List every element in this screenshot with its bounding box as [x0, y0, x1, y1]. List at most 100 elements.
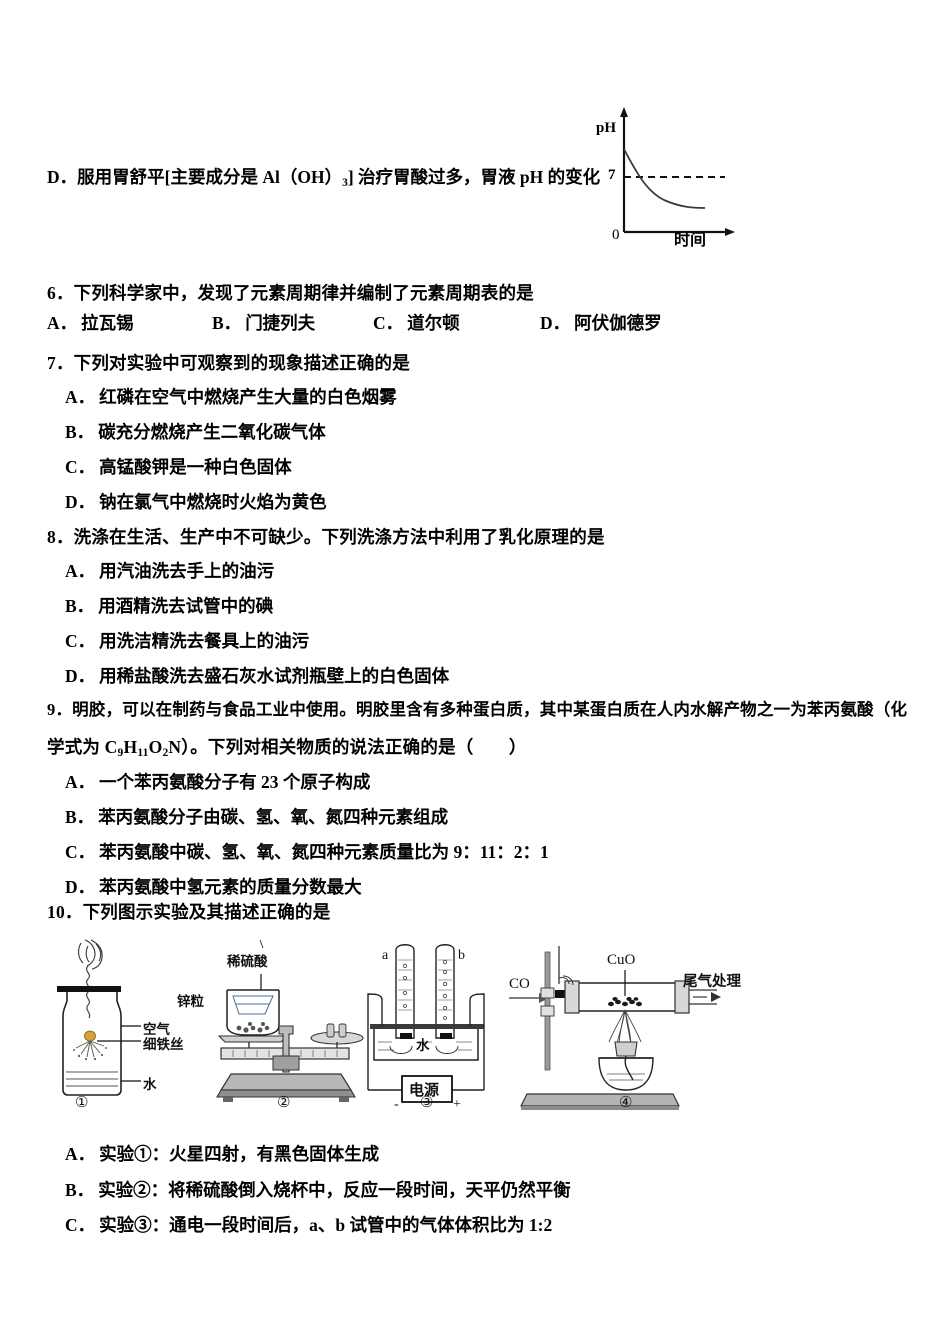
- figure-4-caption: ④: [619, 1093, 633, 1111]
- option-text: 苯丙氨酸中氢元素的质量分数最大: [99, 877, 362, 897]
- figure-3-label-tube-a: a: [382, 948, 389, 963]
- figure-2-balance-reaction: 稀硫酸 锌粒 ②: [177, 938, 365, 1113]
- option-letter: A．: [47, 313, 78, 333]
- question-6-option-c[interactable]: C．道尔顿: [373, 313, 460, 334]
- question-7-stem: 7．下列对实验中可观察到的现象描述正确的是: [47, 353, 410, 374]
- question-10-text: 下列图示实验及其描述正确的是: [82, 902, 331, 922]
- option-text: 苯丙氨酸分子由碳、氢、氧、氮四种元素组成: [98, 807, 449, 827]
- question-9-text-line2-suffix: ）。下列对相关物质的说法正确的是（ ）: [181, 737, 527, 757]
- question-8-option-b[interactable]: B．用酒精洗去试管中的碘: [65, 596, 273, 617]
- option-text: 门捷列夫: [245, 313, 316, 333]
- option-d-letter: D．: [47, 167, 78, 187]
- question-8-text: 洗涤在生活、生产中不可缺少。下列洗涤方法中利用了乳化原理的是: [73, 527, 605, 547]
- figure-4-svg: [509, 946, 721, 1110]
- option-letter: D．: [65, 877, 96, 897]
- question-7-option-b[interactable]: B．碳充分燃烧产生二氧化碳气体: [65, 422, 326, 443]
- figure-1-svg: [57, 939, 141, 1096]
- option-letter: C．: [65, 1215, 96, 1235]
- option-text: 实验③：通电一段时间后，a、b 试管中的气体体积比为 1:2: [99, 1215, 553, 1235]
- question-7-text: 下列对实验中可观察到的现象描述正确的是: [73, 353, 410, 373]
- figure-2-label-zinc-granules: 锌粒: [177, 994, 204, 1009]
- option-letter: B．: [212, 313, 242, 333]
- ph-axis-label: pH: [596, 120, 617, 136]
- experiment-figures: 空气 细铁丝 水 ①: [55, 938, 741, 1133]
- question-6-text: 下列科学家中，发现了元素周期律并编制了元素周期表的是: [73, 283, 534, 303]
- question-7-option-d[interactable]: D．钠在氯气中燃烧时火焰为黄色: [65, 492, 327, 513]
- question-8-option-c[interactable]: C．用洗洁精洗去餐具上的油污: [65, 631, 309, 652]
- option-letter: A．: [65, 772, 96, 792]
- figure-2-label-dilute-sulfuric-acid: 稀硫酸: [227, 954, 268, 969]
- option-letter: D．: [65, 666, 96, 686]
- option-text: 高锰酸钾是一种白色固体: [99, 457, 292, 477]
- figure-1-label-water: 水: [143, 1077, 157, 1092]
- question-10-option-c[interactable]: C．实验③：通电一段时间后，a、b 试管中的气体体积比为 1:2: [65, 1215, 552, 1236]
- figure-3-label-power-source: 电源: [409, 1083, 440, 1099]
- option-letter: B．: [65, 1180, 95, 1200]
- option-letter: C．: [65, 457, 96, 477]
- figure-4-label-co: CO: [509, 976, 530, 992]
- formula-sub-o: 2: [162, 747, 169, 760]
- figure-3-label-negative-terminal: -: [394, 1097, 399, 1112]
- figure-4-co-reduces-cuo: CO CuO 尾气处理 ④: [507, 938, 741, 1113]
- option-letter: A．: [65, 387, 96, 407]
- figure-3-water-electrolysis: a b 水 电源 - + ③: [360, 938, 515, 1113]
- option-text: 红磷在空气中燃烧产生大量的白色烟雾: [99, 387, 397, 407]
- option-d-subscript: 3: [342, 177, 348, 190]
- figure-3-caption: ③: [420, 1093, 434, 1111]
- option-d-text-after: ] 治疗胃酸过多，胃液 pH 的变化: [347, 167, 601, 187]
- figure-1-label-iron-wire: 细铁丝: [143, 1037, 184, 1052]
- figure-3-svg: [367, 944, 485, 1103]
- ph-time-chart: pH 7 0 时间: [592, 104, 742, 249]
- option-text: 一个苯丙氨酸分子有 23 个原子构成: [99, 772, 371, 792]
- question-7-option-c[interactable]: C．高锰酸钾是一种白色固体: [65, 457, 292, 478]
- figure-2-caption: ②: [277, 1093, 291, 1111]
- ph-origin-label: 0: [612, 227, 620, 243]
- question-6-option-a[interactable]: A．拉瓦锡: [47, 313, 134, 334]
- question-7-option-a[interactable]: A．红磷在空气中燃烧产生大量的白色烟雾: [65, 387, 397, 408]
- option-d-text-before: 服用胃舒平[主要成分是 Al（OH）: [77, 167, 343, 187]
- option-text: 实验①：火星四射，有黑色固体生成: [99, 1144, 380, 1164]
- question-8-option-a[interactable]: A．用汽油洗去手上的油污: [65, 561, 274, 582]
- question-8-option-d[interactable]: D．用稀盐酸洗去盛石灰水试剂瓶壁上的白色固体: [65, 666, 449, 687]
- option-text: 用洗洁精洗去餐具上的油污: [99, 631, 310, 651]
- option-text: 用稀盐酸洗去盛石灰水试剂瓶壁上的白色固体: [99, 666, 450, 686]
- figure-3-label-positive-terminal: +: [453, 1097, 461, 1112]
- question-6-option-b[interactable]: B．门捷列夫: [212, 313, 315, 334]
- question-8-stem: 8．洗涤在生活、生产中不可缺少。下列洗涤方法中利用了乳化原理的是: [47, 527, 605, 548]
- question-9-number: 9．: [47, 700, 73, 719]
- formula-sub-h: 11: [137, 747, 149, 760]
- question-10-option-a[interactable]: A．实验①：火星四射，有黑色固体生成: [65, 1144, 379, 1165]
- question-9-formula-prefix: 学式为 C: [47, 737, 118, 757]
- question-9-option-c[interactable]: C．苯丙氨酸中碳、氢、氧、氮四种元素质量比为 9：11：2：1: [65, 842, 549, 863]
- formula-sub-c: 9: [117, 747, 124, 760]
- figure-2-svg: [216, 939, 364, 1102]
- figure-4-label-exhaust-gas-treatment: 尾气处理: [683, 974, 741, 990]
- option-letter: B．: [65, 596, 95, 616]
- option-text: 阿伏伽德罗: [574, 313, 662, 333]
- time-axis-label: 时间: [674, 232, 707, 249]
- question-10-stem: 10．下列图示实验及其描述正确的是: [47, 902, 330, 923]
- question-10-option-b[interactable]: B．实验②：将稀硫酸倒入烧杯中，反应一段时间，天平仍然平衡: [65, 1180, 571, 1201]
- option-letter: C．: [65, 842, 96, 862]
- question-6-number: 6．: [47, 283, 74, 303]
- option-letter: C．: [65, 631, 96, 651]
- question-6-stem: 6．下列科学家中，发现了元素周期律并编制了元素周期表的是: [47, 283, 534, 304]
- question-9-option-b[interactable]: B．苯丙氨酸分子由碳、氢、氧、氮四种元素组成: [65, 807, 448, 828]
- figure-1-iron-wire-combustion: 空气 细铁丝 水 ①: [55, 938, 205, 1113]
- question-8-number: 8．: [47, 527, 74, 547]
- question-9-option-d[interactable]: D．苯丙氨酸中氢元素的质量分数最大: [65, 877, 362, 898]
- question-6-option-d[interactable]: D．阿伏伽德罗: [540, 313, 662, 334]
- option-text: 道尔顿: [407, 313, 460, 333]
- option-text: 用汽油洗去手上的油污: [99, 561, 275, 581]
- formula-base-o: O: [148, 737, 163, 757]
- figure-4-label-cuo: CuO: [607, 952, 636, 968]
- question-9-option-a[interactable]: A．一个苯丙氨酸分子有 23 个原子构成: [65, 772, 370, 793]
- option-letter: D．: [540, 313, 571, 333]
- option-text: 拉瓦锡: [81, 313, 134, 333]
- option-letter: D．: [65, 492, 96, 512]
- option-text: 碳充分燃烧产生二氧化碳气体: [98, 422, 326, 442]
- figure-3-label-water: 水: [416, 1038, 430, 1053]
- figure-3-label-tube-b: b: [458, 948, 465, 963]
- option-d-previous-question: D．服用胃舒平[主要成分是 Al（OH）3] 治疗胃酸过多，胃液 pH 的变化: [47, 164, 600, 189]
- option-text: 用酒精洗去试管中的碘: [98, 596, 274, 616]
